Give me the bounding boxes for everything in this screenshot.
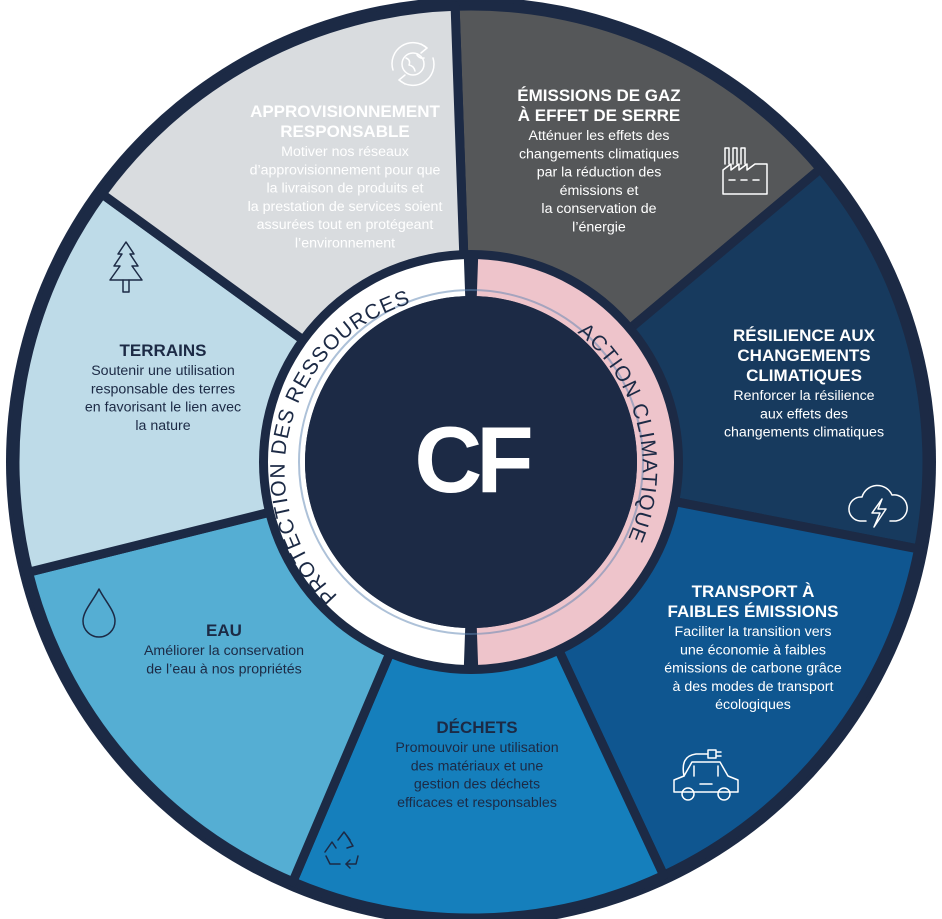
segment-description-line: gestion des déchets bbox=[414, 777, 540, 793]
segment-title-line: EAU bbox=[206, 621, 242, 640]
ring-arc-resources bbox=[267, 259, 466, 665]
factory-icon bbox=[722, 147, 768, 195]
inner-ring-glow bbox=[298, 289, 644, 635]
segment-title-line: CHANGEMENTS bbox=[737, 346, 870, 365]
segment-title-line: TRANSPORT À bbox=[692, 582, 815, 601]
segment-title-line: APPROVISIONNEMENT bbox=[250, 102, 440, 121]
segment-description-line: écologiques bbox=[715, 697, 791, 713]
center-circle bbox=[305, 296, 637, 628]
segment-description-line: changements climatiques bbox=[724, 425, 884, 441]
segment-description-line: Soutenir une utilisation bbox=[91, 363, 235, 379]
ring-arc-climate bbox=[476, 259, 675, 665]
segment-description-line: de l’eau à nos propriétés bbox=[146, 661, 301, 677]
cf-logo: CF bbox=[414, 407, 536, 512]
segment-description-line: la prestation de services soient bbox=[248, 199, 443, 215]
segment-description-line: responsable des terres bbox=[91, 381, 235, 397]
segment-description-line: Promouvoir une utilisation bbox=[395, 740, 558, 756]
segment-description-line: émissions de carbone grâce bbox=[664, 661, 842, 677]
segment-description-line: Renforcer la résilience bbox=[733, 388, 874, 404]
segment-description-line: aux effets des bbox=[760, 406, 848, 422]
segment-description-line: l’énergie bbox=[572, 220, 626, 236]
segment-description-line: efficaces et responsables bbox=[397, 795, 557, 811]
segment-description-line: une économie à faibles bbox=[680, 642, 826, 658]
segment-description-line: Améliorer la conservation bbox=[144, 643, 304, 659]
segment-description-line: émissions et bbox=[560, 183, 639, 199]
segment-description-line: par la réduction des bbox=[537, 165, 662, 181]
segment-transport bbox=[288, 457, 669, 919]
segment-description-line: Faciliter la transition vers bbox=[675, 624, 832, 640]
segment-description-line: la nature bbox=[135, 418, 190, 434]
recycle-icon bbox=[324, 831, 359, 869]
segment-title-line: TERRAINS bbox=[120, 341, 207, 360]
segment-title-line: RESPONSABLE bbox=[280, 122, 409, 141]
segment-description-line: Atténuer les effets des bbox=[529, 128, 670, 144]
water-drop-icon bbox=[82, 588, 116, 638]
segment-description-line: l’environnement bbox=[295, 236, 395, 252]
svg-text:CF: CF bbox=[414, 407, 530, 512]
segment-title-line: RÉSILIENCE AUX bbox=[733, 326, 876, 345]
segment-description-line: à des modes de transport bbox=[673, 679, 834, 695]
icon-layer bbox=[82, 41, 908, 869]
segment-title-line: DÉCHETS bbox=[436, 718, 517, 737]
segment-title-line: CLIMATIQUES bbox=[746, 366, 862, 385]
storm-cloud-icon bbox=[848, 484, 908, 528]
segment-description-line: des matériaux et une bbox=[411, 758, 544, 774]
segment-description-line: Motiver nos réseaux bbox=[281, 144, 409, 160]
pine-tree-icon bbox=[109, 241, 143, 293]
segment-description-line: la livraison de produits et bbox=[267, 181, 424, 197]
segment-description-line: la conservation de bbox=[541, 201, 656, 217]
segment-description-line: en favorisant le lien avec bbox=[85, 400, 241, 416]
electric-car-icon bbox=[673, 749, 739, 801]
globe-recycle-icon bbox=[391, 41, 435, 87]
segment-description-line: d’approvisionnement pour que bbox=[250, 162, 441, 178]
segment-title-line: FAIBLES ÉMISSIONS bbox=[668, 602, 839, 621]
segment-description-line: assurées tout en protégeant bbox=[257, 217, 434, 233]
segment-description-line: changements climatiques bbox=[519, 146, 679, 162]
segment-title-line: À EFFET DE SERRE bbox=[518, 106, 680, 125]
segment-title-line: ÉMISSIONS DE GAZ bbox=[517, 86, 680, 105]
